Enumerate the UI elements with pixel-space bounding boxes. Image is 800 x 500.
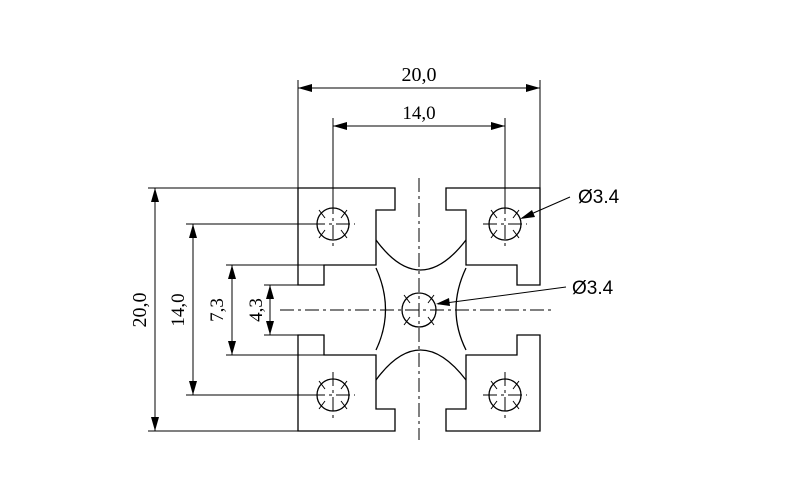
callout-center-hole-diameter: Ø3.4 [572,278,614,299]
dim-slot-outer-height: 7,3 [207,298,228,322]
leader-lines [436,196,571,306]
callout-corner-hole-diameter: Ø3.4 [578,187,620,208]
profile-outline [297,187,541,432]
dim-hole-spacing-height: 14,0 [168,293,189,326]
dim-overall-height: 20,0 [129,293,151,328]
dimension-lines [151,84,540,431]
dim-hole-spacing-width: 14,0 [402,103,435,124]
extension-lines [148,80,541,432]
dim-overall-width: 20,0 [402,64,437,86]
center-lines [280,178,552,440]
dim-slot-opening-height: 4,3 [246,298,267,322]
